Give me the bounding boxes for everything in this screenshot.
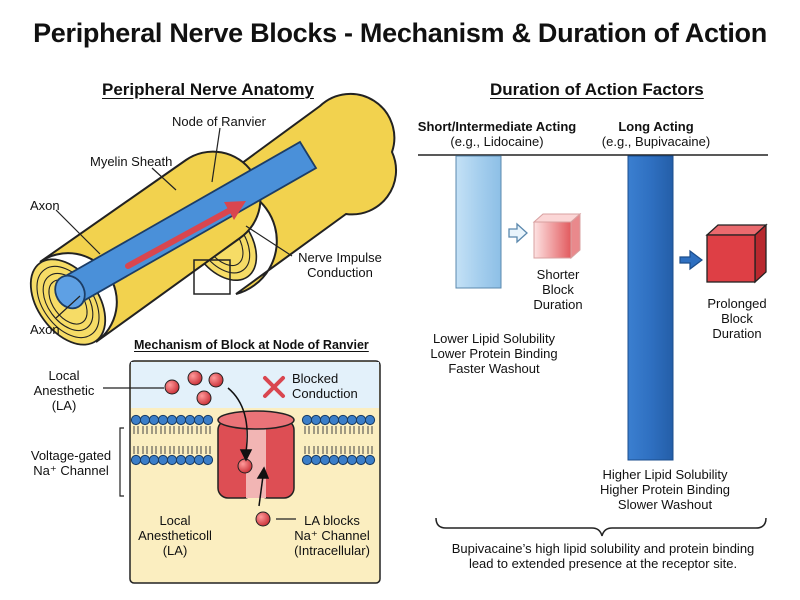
axon-label-bottom: Axon	[30, 322, 60, 337]
lipid-head	[139, 454, 151, 466]
mechanism-panel	[103, 360, 381, 584]
long-result-label: Prolonged Block Duration	[707, 296, 767, 341]
summary-brace	[435, 517, 767, 537]
la-molecules	[164, 370, 271, 527]
lipid-head	[301, 414, 313, 426]
lipid-head	[184, 454, 196, 466]
lipid-head	[166, 414, 178, 426]
lipid-head	[355, 454, 367, 466]
anatomy-leaders	[55, 127, 293, 319]
lipid-head	[328, 414, 340, 426]
lipid-head	[193, 454, 205, 466]
short-result-label: Shorter Block Duration	[533, 267, 583, 312]
lipid-head	[364, 454, 376, 466]
short-properties-label: Lower Lipid Solubility Lower Protein Bin…	[430, 331, 558, 376]
lipid-head	[130, 414, 142, 426]
la-blocks-label: LA blocks Na⁺ Channel (Intracellular)	[294, 513, 370, 558]
long-properties-label: Higher Lipid Solubility Higher Protein B…	[599, 467, 731, 512]
long-cube	[705, 223, 768, 284]
lipid-head	[328, 454, 340, 466]
conclusion-text: Bupivacaine’s high lipid solubility and …	[451, 541, 755, 571]
page-title: Peripheral Nerve Blocks - Mechanism & Du…	[33, 18, 767, 48]
lipid-head	[364, 414, 376, 426]
lipid-head	[346, 414, 358, 426]
short-cube	[532, 212, 582, 260]
blocked-conduction-label: Blocked Conduction	[292, 371, 358, 401]
lipid-head	[346, 454, 358, 466]
mechanism-title: Mechanism of Block at Node of Ranvier	[134, 338, 369, 352]
lipid-head	[175, 414, 187, 426]
lipid-head	[157, 414, 169, 426]
lipid-head	[157, 454, 169, 466]
lipid-head	[319, 414, 331, 426]
short-acting-heading: Short/Intermediate Acting (e.g., Lidocai…	[417, 119, 577, 149]
la-entry-arrow	[227, 387, 270, 507]
lipid-head	[193, 414, 205, 426]
channel-bracket	[119, 427, 124, 497]
membrane-heads-bottom	[130, 454, 376, 466]
lipid-head	[130, 454, 142, 466]
short-arrow	[508, 222, 528, 244]
node-of-ranvier-label: Node of Ranvier	[172, 114, 266, 129]
na-channel-label: Voltage-gated Na⁺ Channel	[30, 448, 112, 478]
lipid-head	[355, 414, 367, 426]
local-anesthetic-label: Local Anesthetic (LA)	[33, 368, 95, 413]
lipid-head	[148, 414, 160, 426]
anatomy-title: Peripheral Nerve Anatomy	[102, 80, 314, 99]
lipid-head	[202, 454, 214, 466]
myelin-sheath-label: Myelin Sheath	[90, 154, 173, 169]
la-inner-label: Local Anestheticoll (LA)	[138, 513, 212, 558]
long-arrow	[679, 249, 703, 271]
blocked-icon	[263, 376, 285, 398]
membrane-tails	[133, 426, 373, 454]
axon-cylinder	[54, 140, 318, 310]
lipid-head	[310, 454, 322, 466]
lipid-head	[310, 414, 322, 426]
lipid-head	[319, 454, 331, 466]
nerve-illustration	[29, 92, 397, 346]
lipid-head	[202, 414, 214, 426]
axon-label-top: Axon	[30, 198, 60, 213]
impulse-label: Nerve Impulse Conduction	[298, 250, 382, 280]
lipid-head	[175, 454, 187, 466]
zoom-box	[193, 259, 231, 295]
long-acting-bar	[627, 155, 674, 461]
long-acting-heading: Long Acting (e.g., Bupivacaine)	[601, 119, 711, 149]
duration-title: Duration of Action Factors	[490, 80, 704, 99]
lipid-head	[148, 454, 160, 466]
duration-graphic	[418, 154, 768, 537]
lipid-head	[301, 454, 313, 466]
na-channel	[217, 410, 295, 499]
short-acting-bar	[455, 155, 502, 289]
impulse-arrow	[125, 201, 246, 269]
lipid-head	[166, 454, 178, 466]
lipid-head	[337, 414, 349, 426]
membrane-heads-top	[130, 414, 376, 426]
lipid-head	[139, 414, 151, 426]
lipid-head	[337, 454, 349, 466]
lipid-head	[184, 414, 196, 426]
